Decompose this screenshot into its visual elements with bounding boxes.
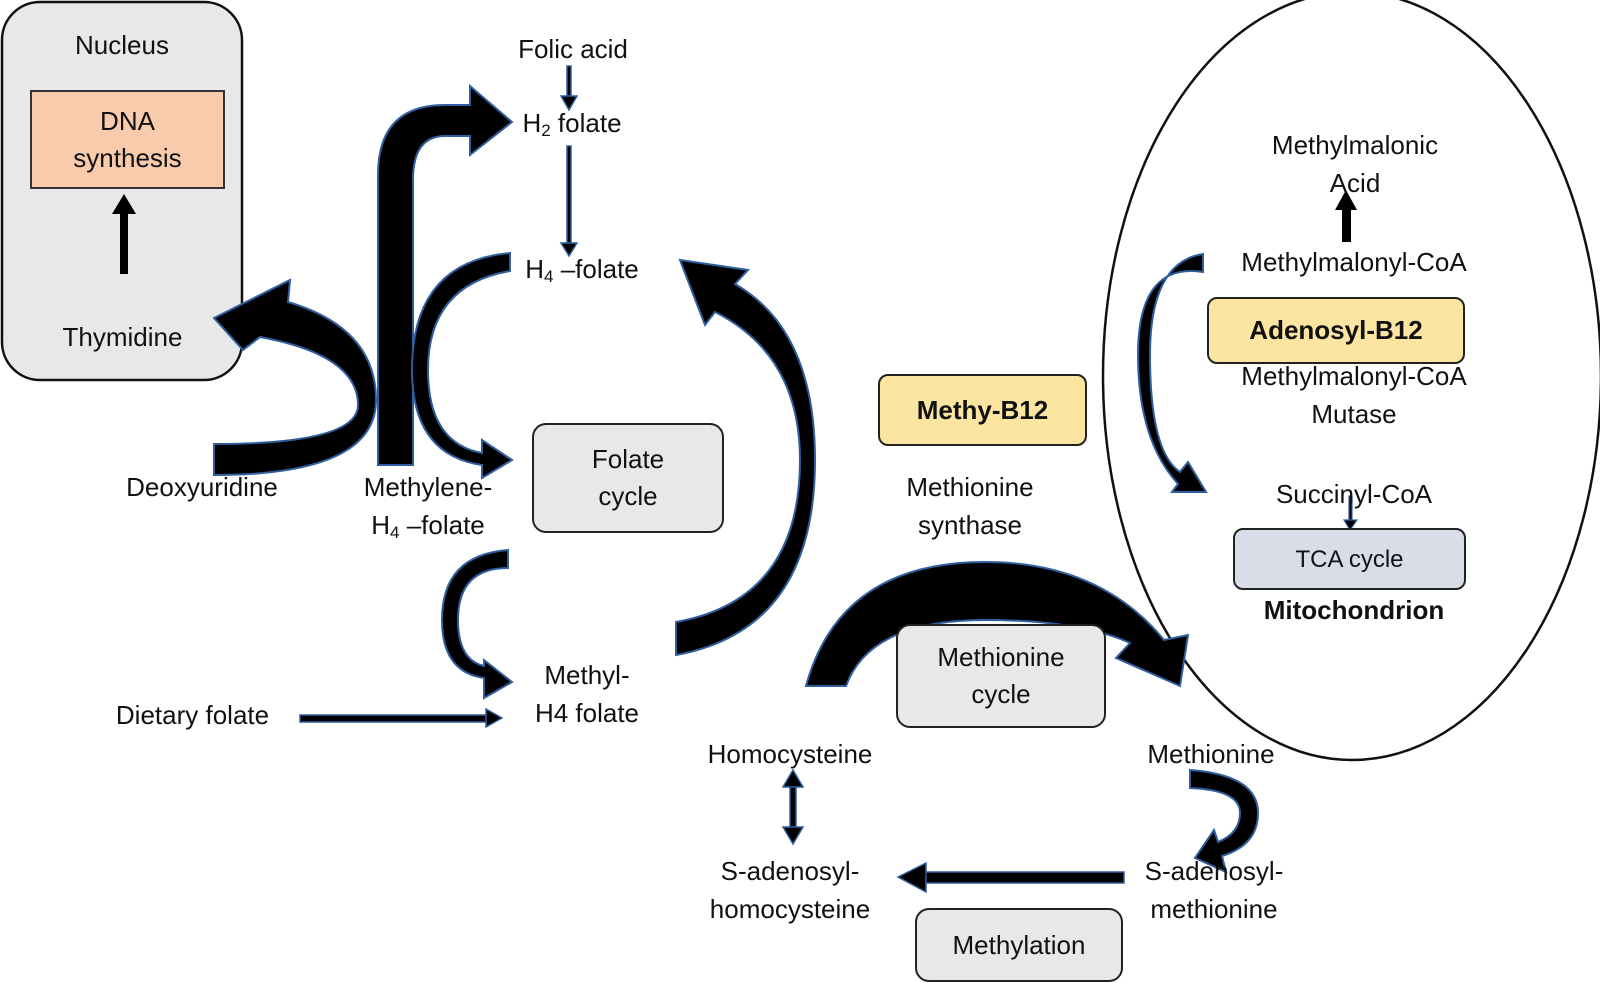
dietary-folate-label: Dietary folate	[115, 700, 270, 730]
deoxyuridine-to-thymidine-arrow	[212, 278, 378, 477]
folic-acid-label: Folic acid	[518, 34, 628, 64]
succinyl-coa-label: Succinyl-CoA	[1275, 479, 1433, 509]
methionine-synthase-label: Methionine synthase	[906, 472, 1034, 540]
sam-to-sah-arrow	[896, 861, 1125, 894]
h2-folate-label: H2 folate	[522, 108, 622, 140]
folate-cycle-box: Folate cycle	[532, 423, 724, 533]
mmcoa-to-succinyl-arrow	[1136, 252, 1208, 493]
methylation-box: Methylation	[915, 908, 1123, 982]
methyl-to-h4-arrow	[675, 258, 817, 657]
mitochondrion-compartment	[1101, 0, 1600, 762]
dna-synthesis-box: DNA synthesis	[30, 90, 225, 189]
methionine-label: Methionine	[1147, 739, 1275, 769]
methylmalonyl-coa-label: Methylmalonyl-CoA	[1241, 247, 1467, 277]
thymidine-label: Thymidine	[62, 322, 183, 352]
methyl-h4-folate-label: Methyl- H4 folate	[534, 660, 640, 728]
methy-b12-box: Methy-B12	[878, 374, 1087, 446]
methylmalonyl-coa-mutase-label: Methylmalonyl-CoA Mutase	[1241, 361, 1467, 429]
thymidine-to-dna-arrow	[112, 194, 136, 274]
succinyl-to-tca-arrow	[1342, 495, 1359, 532]
methylene-to-methyl-arrow	[440, 548, 514, 700]
homocysteine-label: Homocysteine	[707, 739, 873, 769]
tca-cycle-box: TCA cycle	[1233, 528, 1466, 590]
methylmalonic-acid-label: Methylmalonic Acid	[1271, 130, 1439, 198]
s-adenosyl-homocysteine-label: S-adenosyl- homocysteine	[709, 856, 871, 924]
adenosyl-b12-box: Adenosyl-B12	[1207, 297, 1465, 364]
mitochondrion-title: Mitochondrion	[1263, 595, 1445, 625]
nucleus-title: Nucleus	[75, 30, 169, 60]
h2-to-h4-arrow	[559, 145, 579, 258]
methylene-h4-folate-label: Methylene- H4 –folate	[363, 472, 493, 542]
s-adenosyl-methionine-label: S-adenosyl- methionine	[1144, 856, 1284, 924]
dietary-folate-arrow	[299, 707, 504, 729]
deoxyuridine-label: Deoxyuridine	[126, 472, 278, 502]
homocysteine-sah-double-arrow	[781, 768, 805, 846]
mmcoa-to-mma-arrow	[1335, 190, 1357, 242]
methionine-cycle-box: Methionine cycle	[896, 624, 1106, 728]
folic-to-h2-arrow	[559, 65, 579, 112]
h4-to-methylene-arrow	[410, 251, 514, 480]
methionine-to-sam-arrow	[1189, 768, 1260, 874]
h4-folate-label: H4 –folate	[525, 254, 639, 286]
